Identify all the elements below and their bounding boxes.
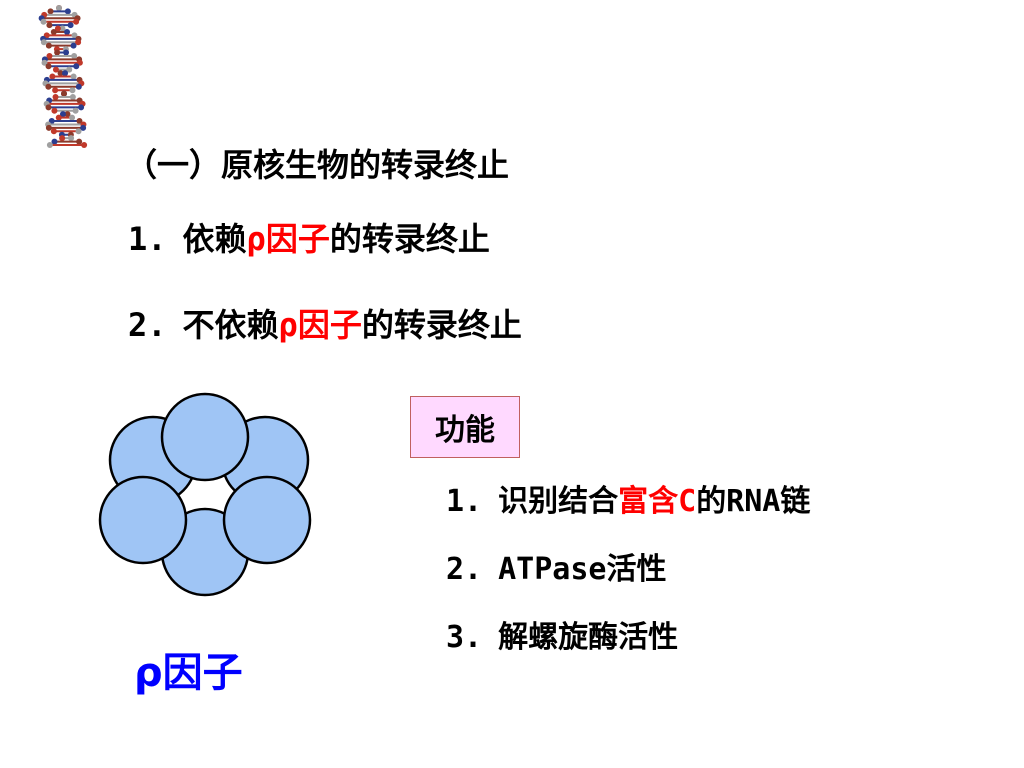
item-number: 2.	[128, 306, 167, 344]
function-item-3: 3. 解螺旋酶活性	[446, 612, 678, 656]
item-text-pre: 依赖	[182, 220, 247, 258]
rho-factor-highlight: ρ因子	[246, 220, 330, 258]
item-number: 3.	[446, 620, 483, 655]
item-text-post: 的RNA链	[696, 484, 811, 519]
item-text-pre: 识别结合	[498, 484, 619, 519]
rho-subunit	[222, 475, 312, 565]
item-number: 1.	[446, 484, 483, 519]
c-rich-highlight: 富含C	[618, 484, 697, 519]
dna-helix-icon	[38, 5, 88, 148]
item-text-post: 的转录终止	[329, 220, 490, 258]
item-number: 1.	[128, 220, 167, 258]
item-text: ATPase活性	[498, 552, 667, 587]
item-text: 解螺旋酶活性	[498, 620, 679, 655]
function-item-2: 2. ATPase活性	[446, 544, 667, 588]
section-heading: （一）原核生物的转录终止	[125, 146, 510, 184]
rho-factor-caption: ρ因子	[134, 650, 243, 696]
rho-subunit	[160, 392, 250, 482]
item-text-pre: 不依赖	[182, 306, 279, 344]
rho-subunit	[98, 475, 188, 565]
function-item-1: 1. 识别结合富含C的RNA链	[446, 476, 810, 520]
item-rho-independent: 2. 不依赖ρ因子的转录终止	[128, 300, 522, 346]
item-text-post: 的转录终止	[361, 306, 522, 344]
item-rho-dependent: 1. 依赖ρ因子的转录终止	[128, 214, 490, 260]
function-label: 功能	[410, 396, 520, 458]
rho-factor-highlight: ρ因子	[278, 306, 362, 344]
rho-factor-diagram	[98, 392, 312, 597]
item-number: 2.	[446, 552, 483, 587]
